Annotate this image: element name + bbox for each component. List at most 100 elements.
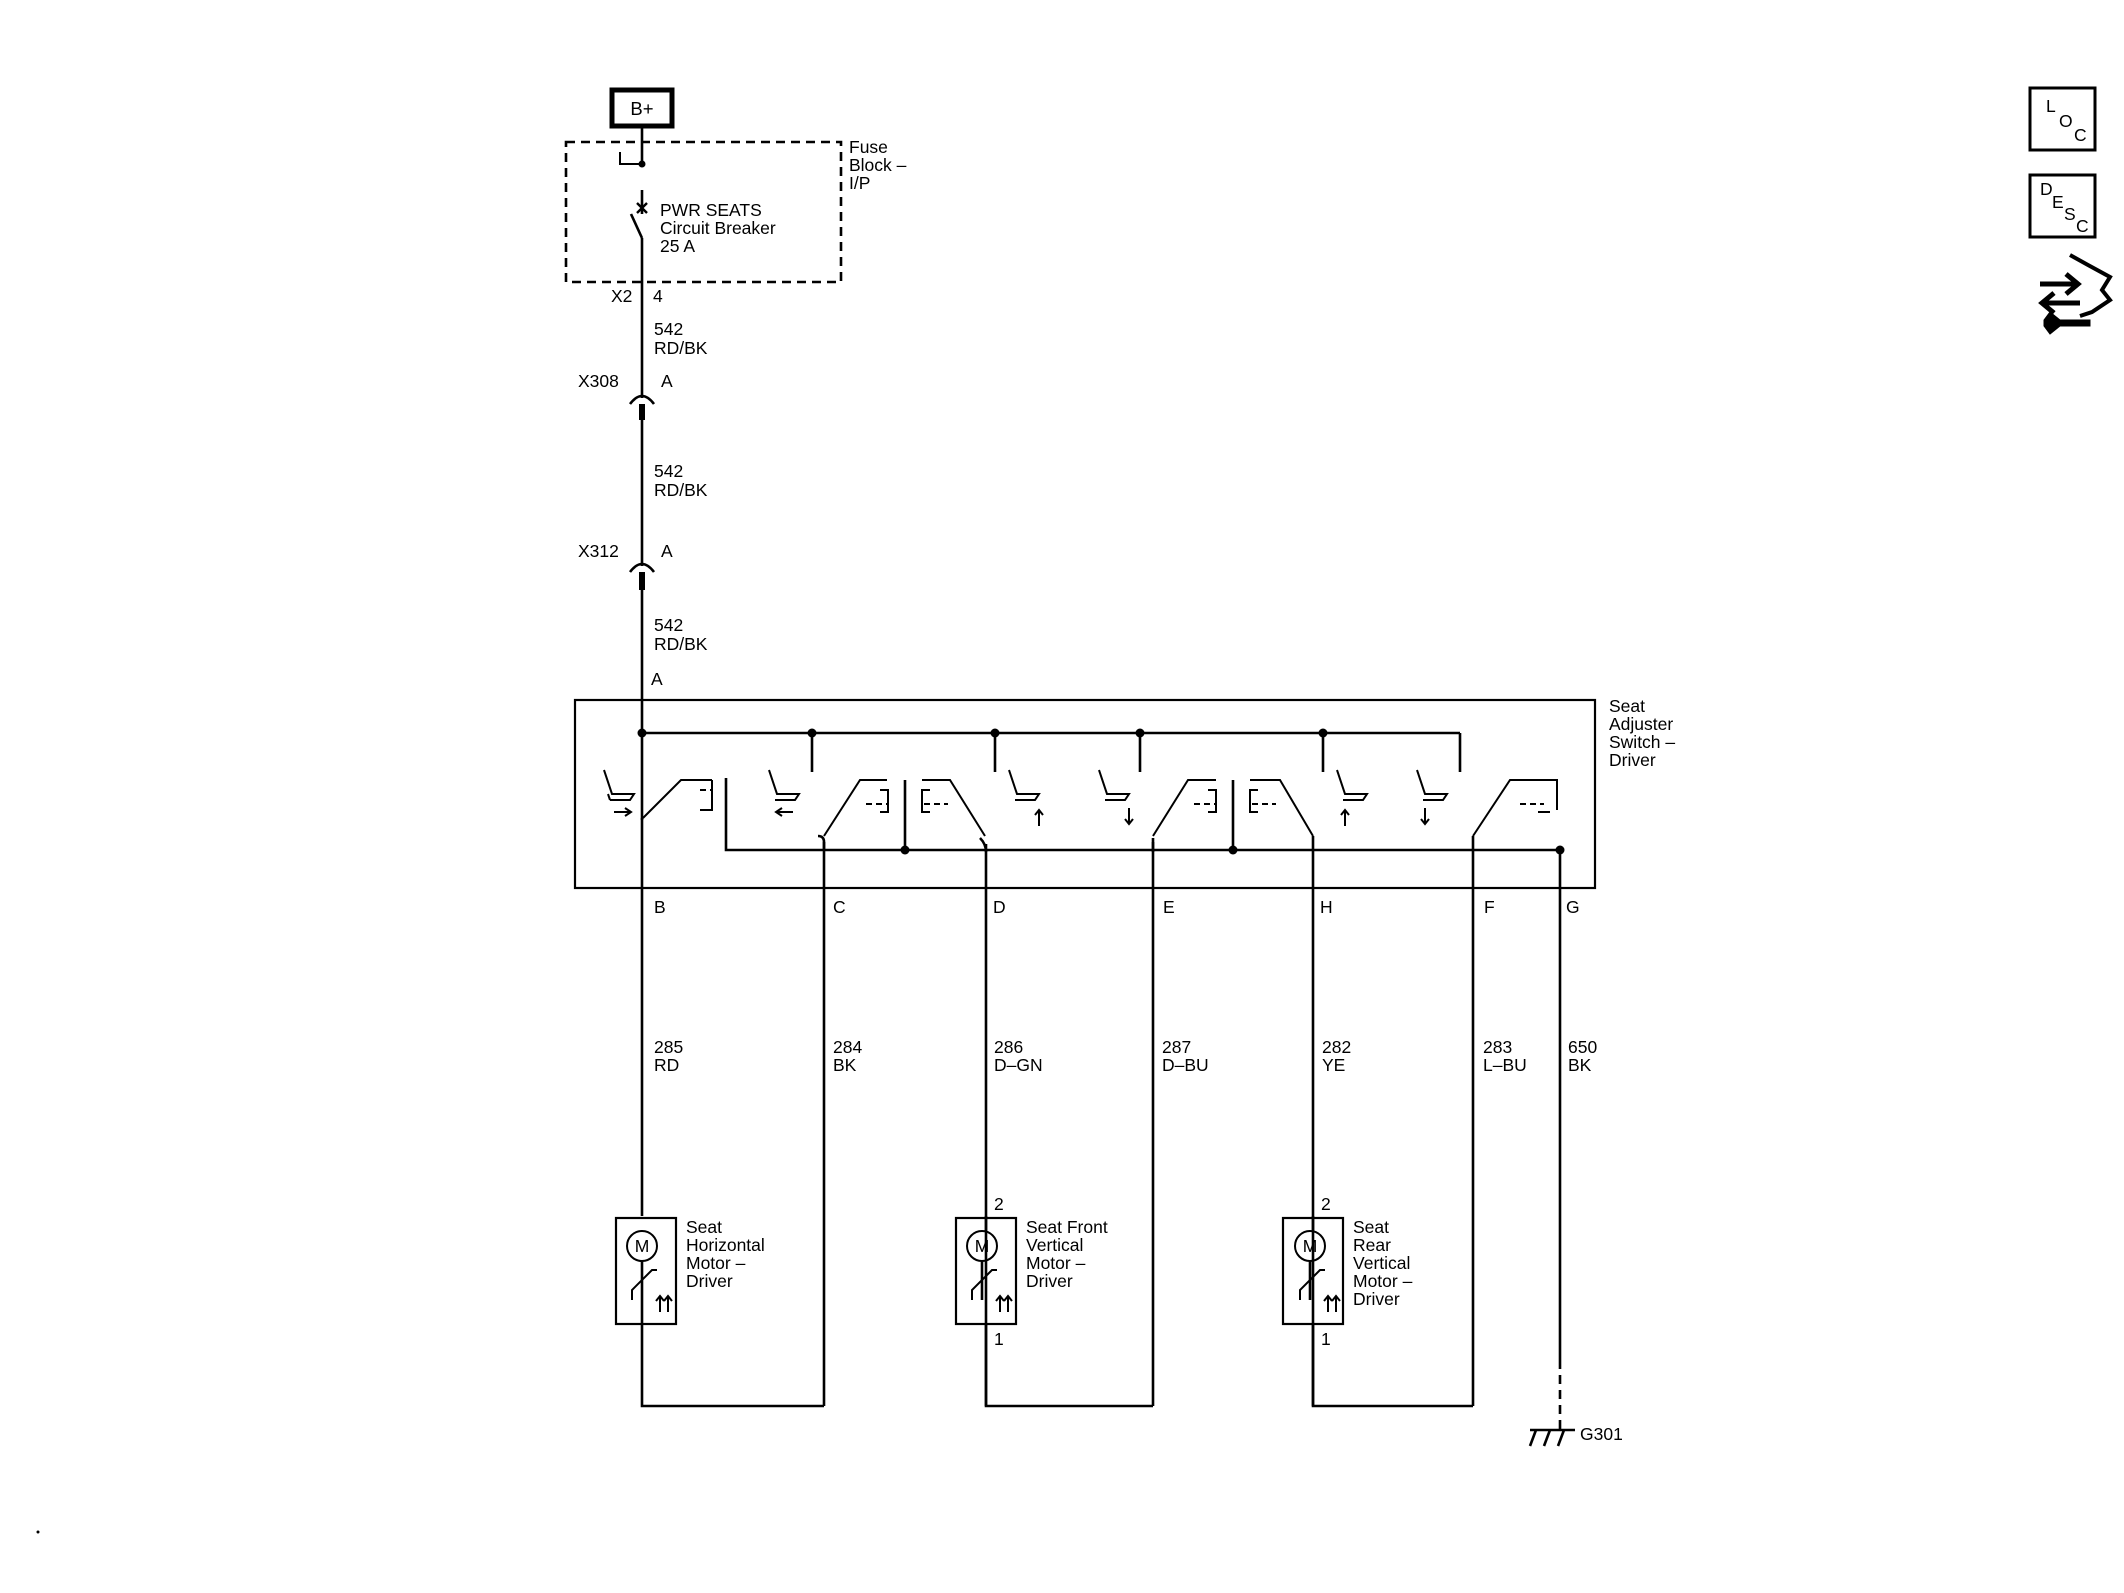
desc-letter-4: C xyxy=(2076,216,2089,236)
switch-ground-bus xyxy=(724,778,1560,852)
fuse-block-name-1: Fuse xyxy=(849,137,888,157)
fuse-block-name-2: Block – xyxy=(849,155,907,175)
breaker-name: PWR SEATS xyxy=(660,200,762,220)
wire-287-color: D–BU xyxy=(1162,1055,1209,1075)
switch-pin-d: D xyxy=(993,897,1006,917)
rear-motor-return xyxy=(1311,1324,1473,1408)
power-label: B+ xyxy=(630,98,653,119)
motor-front-name-2: Vertical xyxy=(1026,1235,1083,1255)
segment-3-color: RD/BK xyxy=(654,634,708,654)
desc-letter-1: D xyxy=(2040,179,2053,199)
switch-section-rear-vertical xyxy=(1152,779,1314,850)
motor-rear-pin-top: 2 xyxy=(1321,1194,1331,1214)
seat-front-down-icon xyxy=(1098,769,1134,826)
switch-pin-g: G xyxy=(1566,897,1580,917)
wire-283-circuit: 283 xyxy=(1483,1037,1512,1057)
wire-286-circuit: 286 xyxy=(994,1037,1023,1057)
motor-front-name-1: Seat Front xyxy=(1026,1217,1108,1237)
segment-3-circuit: 542 xyxy=(654,615,683,635)
wire-284-circuit: 284 xyxy=(833,1037,862,1057)
wire-650-circuit: 650 xyxy=(1568,1037,1597,1057)
seat-front-up-icon xyxy=(1008,769,1044,826)
switch-section-front-vertical xyxy=(823,779,986,850)
battery-positive-terminal: B+ xyxy=(609,87,675,129)
fuse-connector-pin: 4 xyxy=(653,286,663,306)
connector-icon[interactable] xyxy=(2038,253,2113,335)
wire-284-color: BK xyxy=(833,1055,857,1075)
switch-pin-e: E xyxy=(1163,897,1175,917)
wire-285-color: RD xyxy=(654,1055,679,1075)
motor-front-pin-top: 2 xyxy=(994,1194,1004,1214)
ground-label: G301 xyxy=(1580,1424,1623,1444)
motor-front-vertical-symbol: M xyxy=(975,1236,990,1256)
seat-rear-up-icon xyxy=(1336,769,1369,826)
loc-button[interactable]: L O C xyxy=(2028,86,2097,152)
switch-pin-c: C xyxy=(833,897,846,917)
switch-input-pin: A xyxy=(651,669,663,689)
breaker-type: Circuit Breaker xyxy=(660,218,776,238)
motor-rear-name-3: Vertical xyxy=(1353,1253,1410,1273)
motor-rear-name-2: Rear xyxy=(1353,1235,1391,1255)
motor-front-name-4: Driver xyxy=(1026,1271,1073,1291)
motor-horizontal: M xyxy=(614,1216,678,1326)
wire-286-color: D–GN xyxy=(994,1055,1043,1075)
motor-horizontal-name-4: Driver xyxy=(686,1271,733,1291)
switch-pin-h: H xyxy=(1320,897,1333,917)
fuse-block-outline xyxy=(564,140,843,284)
motor-horizontal-name-1: Seat xyxy=(686,1217,722,1237)
fuse-block-name-3: I/P xyxy=(849,173,870,193)
segment-1-circuit: 542 xyxy=(654,319,683,339)
segment-1-color: RD/BK xyxy=(654,338,708,358)
loc-letter-2: O xyxy=(2059,111,2073,131)
motor-front-pin-bottom: 1 xyxy=(994,1329,1004,1349)
breaker-rating: 25 A xyxy=(660,236,695,256)
motor-rear-pin-bottom: 1 xyxy=(1321,1329,1331,1349)
stray-dot xyxy=(36,1530,40,1534)
x312-pin: A xyxy=(661,541,673,561)
output-wires xyxy=(640,818,1562,1406)
wire-650-color: BK xyxy=(1568,1055,1592,1075)
connector-x308 xyxy=(628,394,656,420)
seat-rear-down-icon xyxy=(1416,769,1449,826)
loc-letter-1: L xyxy=(2046,96,2056,116)
switch-pin-f: F xyxy=(1484,897,1495,917)
seat-adjuster-switch: Seat Adjuster Switch – Driver xyxy=(573,696,1675,890)
wire-282-circuit: 282 xyxy=(1322,1037,1351,1057)
ground-symbol xyxy=(1528,1428,1575,1447)
segment-2-circuit: 542 xyxy=(654,461,683,481)
fuse-block: Fuse Block – I/P PWR SEATS Circuit Break… xyxy=(564,126,907,284)
seat-rearward-icon xyxy=(768,769,801,817)
front-motor-return xyxy=(984,1324,1153,1408)
connector-x312 xyxy=(628,562,656,590)
motor-front-vertical: M xyxy=(954,1216,1018,1326)
motor-rear-name-4: Motor – xyxy=(1353,1271,1413,1291)
seat-forward-icon xyxy=(603,769,636,817)
segment-2-color: RD/BK xyxy=(654,480,708,500)
x308-pin: A xyxy=(661,371,673,391)
motor-front-name-3: Motor – xyxy=(1026,1253,1086,1273)
loc-letter-3: C xyxy=(2074,125,2087,145)
wire-283-color: L–BU xyxy=(1483,1055,1527,1075)
switch-section-horizontal xyxy=(642,779,713,819)
switch-name-4: Driver xyxy=(1609,750,1656,770)
x312-label: X312 xyxy=(578,541,619,561)
switch-name-1: Seat xyxy=(1609,696,1645,716)
motor-rear-name-5: Driver xyxy=(1353,1289,1400,1309)
motor-horizontal-name-3: Motor – xyxy=(686,1253,746,1273)
wire-285-circuit: 285 xyxy=(654,1037,683,1057)
desc-letter-2: E xyxy=(2052,192,2064,212)
wire-282-color: YE xyxy=(1322,1055,1345,1075)
wire-287-circuit: 287 xyxy=(1162,1037,1191,1057)
motor-horizontal-name-2: Horizontal xyxy=(686,1235,765,1255)
horizontal-motor-return xyxy=(640,1324,824,1408)
switch-pin-b: B xyxy=(654,897,666,917)
desc-button[interactable]: D E S C xyxy=(2028,173,2097,239)
fuse-connector-label: X2 xyxy=(611,286,632,306)
switch-section-recline xyxy=(1472,779,1558,837)
motor-rear-name-1: Seat xyxy=(1353,1217,1389,1237)
switch-name-2: Adjuster xyxy=(1609,714,1673,734)
switch-outline xyxy=(573,698,1597,890)
motor-horizontal-symbol: M xyxy=(635,1236,650,1256)
desc-letter-3: S xyxy=(2064,204,2076,224)
